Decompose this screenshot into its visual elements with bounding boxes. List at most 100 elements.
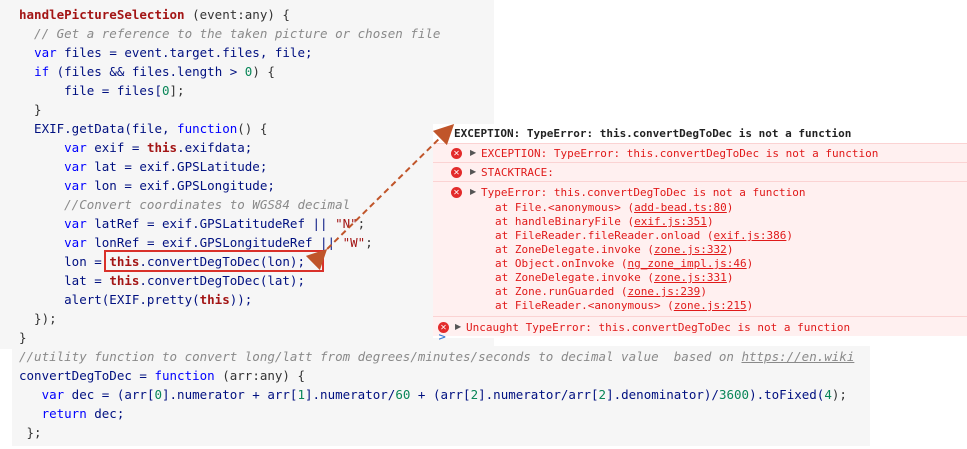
code-token: 2: [598, 387, 607, 402]
console-exception-row[interactable]: ✕ ▶ EXCEPTION: TypeError: this.convertDe…: [433, 143, 967, 163]
code-line: var lat = exif.GPSLatitude;: [19, 157, 267, 176]
code-token: + (arr[: [410, 387, 471, 402]
stack-frame-text: at ZoneDelegate.invoke (: [495, 271, 654, 284]
code-token: EXIF.getData(file,: [19, 121, 178, 136]
code-token: alert(EXIF.pretty(: [19, 292, 200, 307]
stack-frame-link[interactable]: zone.js:332: [653, 243, 727, 256]
code-token: 4: [824, 387, 832, 402]
code-token: (event:any) {: [184, 7, 290, 22]
code-token: var: [41, 387, 65, 402]
code-token: ));: [229, 292, 253, 307]
expand-triangle-icon[interactable]: ▶: [470, 167, 477, 176]
stack-frame-link[interactable]: exif.js:386: [713, 229, 787, 242]
arrow-line: [305, 123, 455, 271]
stack-frame-text: at FileReader.<anonymous> (: [495, 299, 674, 312]
console-uncaught-row[interactable]: ✕ ▶ Uncaught TypeError: this.convertDegT…: [433, 316, 967, 337]
code-token: file = files[: [19, 83, 162, 98]
code-token: var: [64, 178, 87, 193]
code-token: 0: [162, 83, 170, 98]
code-token: };: [19, 425, 42, 440]
code-token: );: [831, 387, 847, 402]
code-token: this: [109, 254, 140, 269]
code-token: function: [177, 121, 238, 136]
error-x-icon: ✕: [451, 148, 462, 159]
stack-frame-text: at File.<anonymous> (: [495, 201, 635, 214]
code-token: lon =: [19, 254, 110, 269]
code-token: 2: [470, 387, 479, 402]
code-line: // Get a reference to the taken picture …: [19, 24, 440, 43]
code-token: ].numerator/arr[: [478, 387, 599, 402]
code-token: files = event.target.files, file;: [56, 45, 313, 60]
code-line: });: [19, 309, 57, 328]
code-token: this: [146, 140, 178, 155]
stack-frame-link[interactable]: add-bead.ts:80: [634, 201, 727, 214]
error-x-icon: ✕: [451, 167, 462, 178]
stack-frame: at Zone.runGuarded (zone.js:239): [495, 285, 707, 298]
stack-frame: at ZoneDelegate.invoke (zone.js:331): [495, 271, 733, 284]
code-token: 60: [395, 387, 411, 402]
expand-triangle-icon[interactable]: ▶: [470, 148, 477, 157]
stack-frame-link[interactable]: zone.js:239: [627, 285, 701, 298]
code-line: file = files[0];: [19, 81, 184, 100]
stack-frame-link[interactable]: zone.js:331: [653, 271, 727, 284]
stack-frame: at File.<anonymous> (add-bead.ts:80): [495, 201, 733, 214]
console-typeerror-group[interactable]: ✕ ▶ TypeError: this.convertDegToDec is n…: [433, 181, 967, 317]
code-token: 3600: [718, 387, 750, 402]
code-token: latRef = exif.GPSLatitudeRef ||: [86, 216, 336, 231]
stack-frame-text: at Zone.runGuarded (: [495, 285, 628, 298]
console-stacktrace-text: STACKTRACE:: [481, 166, 554, 179]
code-token: () {: [237, 121, 268, 136]
code-token: return: [41, 406, 87, 421]
stack-frame-link[interactable]: exif.js:351: [634, 215, 707, 228]
stack-frame-link[interactable]: ng_zone_impl.js:46: [627, 257, 747, 270]
stack-frame-close: ): [746, 299, 754, 312]
code-token: //utility function to convert long/latt …: [19, 349, 742, 364]
code-token: }: [19, 330, 27, 345]
code-line: lat = this.convertDegToDec(lat);: [19, 271, 305, 290]
stack-frame: at ZoneDelegate.invoke (zone.js:332): [495, 243, 733, 256]
error-x-icon: ✕: [438, 322, 449, 333]
code-token: ].numerator/: [305, 387, 396, 402]
code-line: lon = this.convertDegToDec(lon);: [19, 252, 305, 271]
code-token: ].numerator + arr[: [162, 387, 298, 402]
code-token: ) {: [252, 64, 275, 79]
code-line: convertDegToDec = function (arr:any) {: [19, 366, 305, 385]
expand-triangle-icon[interactable]: ▶: [455, 322, 462, 331]
code-line: if (files && files.length > 0) {: [19, 62, 275, 81]
code-token: (files && files.length >: [49, 64, 245, 79]
error-x-icon: ✕: [451, 187, 462, 198]
code-token: lat =: [19, 273, 110, 288]
code-token: this: [109, 273, 140, 288]
stack-frame-close: ): [726, 271, 734, 284]
stack-frame-text: at ZoneDelegate.invoke (: [495, 243, 654, 256]
code-token: function: [154, 368, 215, 383]
console-stacktrace-row[interactable]: ✕ ▶ STACKTRACE:: [433, 162, 967, 182]
code-token: .exifdata;: [177, 140, 253, 155]
console-header-row[interactable]: ▼ EXCEPTION: TypeError: this.convertDegT…: [433, 124, 967, 143]
code-token: var: [64, 216, 87, 231]
code-token: exif =: [86, 140, 147, 155]
console-typeerror-text: TypeError: this.convertDegToDec is not a…: [481, 186, 806, 199]
stack-frame-link[interactable]: zone.js:215: [673, 299, 747, 312]
code-line: };: [19, 423, 42, 442]
code-line: }: [19, 328, 27, 347]
code-token: 0: [244, 64, 253, 79]
stack-frame: at Object.onInvoke (ng_zone_impl.js:46): [495, 257, 753, 270]
console-prompt-chevron: >: [438, 332, 447, 343]
code-line: //utility function to convert long/latt …: [19, 347, 854, 366]
code-token: // Get a reference to the taken picture …: [19, 26, 441, 41]
stack-frame: at FileReader.fileReader.onload (exif.js…: [495, 229, 793, 242]
stack-frame: at handleBinaryFile (exif.js:351): [495, 215, 714, 228]
code-line: EXIF.getData(file, function() {: [19, 119, 267, 138]
code-line: var dec = (arr[0].numerator + arr[1].num…: [19, 385, 847, 404]
code-token: convertDegToDec =: [19, 368, 155, 383]
code-token: var: [64, 235, 87, 250]
code-block-utility: [12, 346, 870, 446]
code-token: 0: [154, 387, 162, 402]
code-line: handlePictureSelection (event:any) {: [19, 5, 290, 24]
code-token: ).toFixed(: [749, 387, 825, 402]
console-prompt-row[interactable]: >: [433, 332, 967, 343]
code-token: .convertDegToDec(lat);: [139, 273, 305, 288]
expand-triangle-icon[interactable]: ▶: [470, 187, 477, 196]
